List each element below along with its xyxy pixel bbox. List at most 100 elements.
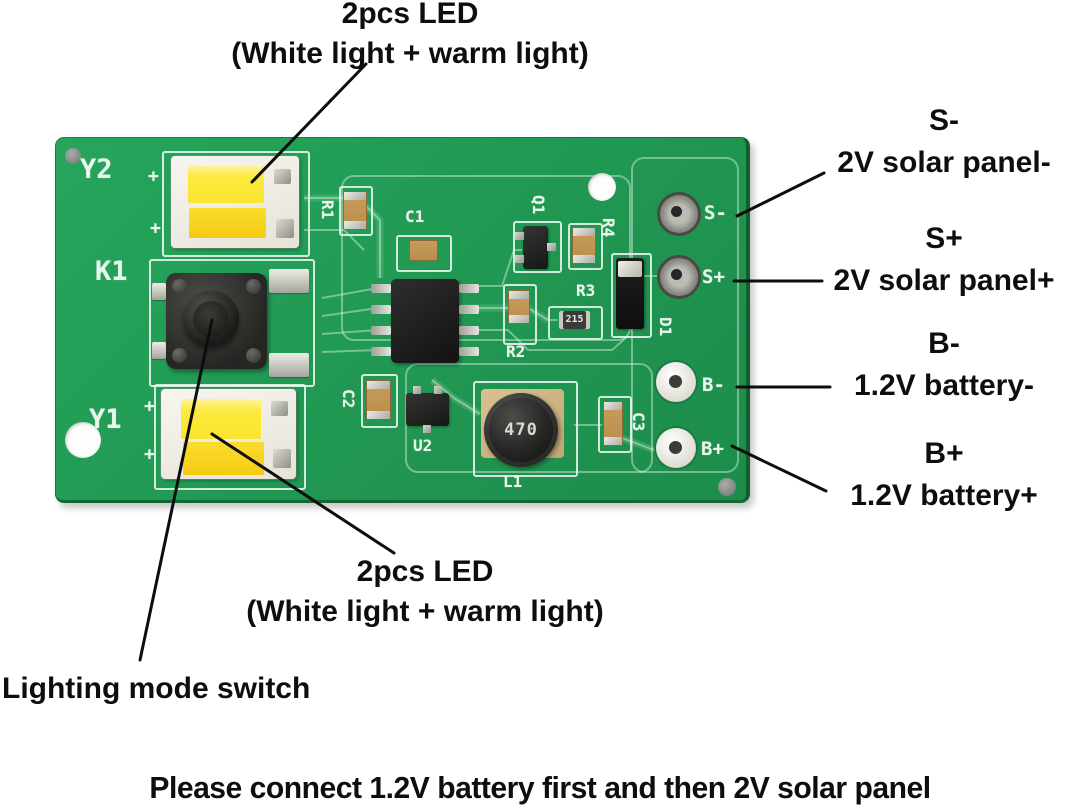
silkscreen-pad-b-plus: B+ bbox=[701, 438, 724, 460]
r1-cap bbox=[344, 192, 366, 200]
terminal-desc: 2V solar panel- bbox=[837, 146, 1051, 179]
silkscreen-r1: R1 bbox=[318, 200, 337, 220]
c3-bracket bbox=[598, 396, 632, 453]
r2-bracket bbox=[503, 284, 537, 345]
led-y1-contact-bottom bbox=[273, 449, 291, 468]
r2-cap bbox=[509, 291, 529, 299]
led-y2-contact-top bbox=[274, 169, 291, 184]
ic-pin bbox=[459, 347, 479, 356]
pad-b-minus[interactable] bbox=[656, 362, 696, 402]
bottom-led-label: 2pcs LED (White light + warm light) bbox=[170, 552, 680, 632]
top-led-label-line2: (White light + warm light) bbox=[231, 37, 589, 70]
d1-bracket bbox=[611, 253, 652, 338]
u2-leg bbox=[434, 386, 442, 394]
q1-leg bbox=[547, 243, 556, 251]
led-y2-plus-bottom: + bbox=[150, 218, 161, 239]
terminal-pin: S+ bbox=[925, 222, 963, 255]
ic-pin bbox=[371, 305, 391, 314]
switch-corner-knob bbox=[246, 348, 261, 363]
pad-b-plus[interactable] bbox=[656, 428, 696, 468]
silkscreen-pad-b-minus: B- bbox=[702, 374, 725, 396]
c2-cap bbox=[367, 381, 390, 389]
fiducial-dot-bottom-right bbox=[718, 478, 736, 496]
u2-leg bbox=[423, 425, 431, 433]
capacitor-c2 bbox=[366, 380, 391, 420]
led-y1-plus-bottom: + bbox=[144, 444, 155, 465]
silkscreen-r2: R2 bbox=[506, 342, 526, 361]
switch-button[interactable] bbox=[183, 291, 239, 347]
led-y1-warm-die bbox=[183, 442, 264, 475]
silkscreen-k1: K1 bbox=[95, 256, 128, 287]
silkscreen-c1: C1 bbox=[405, 207, 425, 226]
silkscreen-l1: L1 bbox=[503, 472, 523, 491]
switch-button-cap bbox=[193, 301, 229, 337]
r4-cap bbox=[573, 228, 595, 236]
r1-bracket bbox=[339, 186, 373, 236]
terminal-pin: B+ bbox=[924, 437, 964, 470]
led-y1 bbox=[161, 389, 296, 479]
inductor-l1: 470 bbox=[484, 393, 558, 467]
led-y1-contact-top bbox=[271, 401, 288, 416]
led-y2-cool-die bbox=[188, 166, 264, 203]
lighting-mode-switch[interactable] bbox=[152, 269, 309, 377]
ic-soic8 bbox=[391, 279, 459, 363]
top-led-label: 2pcs LED (White light + warm light) bbox=[155, 0, 665, 74]
silkscreen-q1: Q1 bbox=[529, 195, 548, 215]
switch-pin bbox=[269, 269, 309, 293]
silkscreen-u2: U2 bbox=[413, 436, 433, 455]
c2-bracket bbox=[361, 374, 398, 428]
r1-cap bbox=[344, 221, 366, 229]
led-y2-warm-die bbox=[189, 208, 266, 238]
terminal-desc: 1.2V battery+ bbox=[850, 479, 1038, 512]
q1-leg bbox=[515, 232, 524, 240]
r2-cap bbox=[509, 315, 529, 323]
q1-bracket bbox=[513, 221, 562, 273]
terminal-desc: 1.2V battery- bbox=[853, 369, 1035, 402]
diode-d1 bbox=[616, 258, 644, 329]
switch-pin bbox=[269, 353, 309, 377]
led-y2 bbox=[171, 156, 299, 248]
led-y1-plus-top: + bbox=[144, 396, 155, 417]
fiducial-dot-top-left bbox=[65, 148, 81, 164]
terminal-label-battery-plus: B+ 1.2V battery+ bbox=[806, 433, 1080, 517]
r4-cap bbox=[573, 255, 595, 263]
ic-pin bbox=[371, 326, 391, 335]
led-y1-cool-die bbox=[181, 399, 261, 439]
switch-corner-knob bbox=[246, 279, 261, 294]
c3-cap bbox=[604, 437, 622, 445]
bottom-led-label-line2: (White light + warm light) bbox=[246, 595, 604, 628]
terminal-label-solar-minus: S- 2V solar panel- bbox=[806, 100, 1080, 184]
silkscreen-d1: D1 bbox=[656, 317, 675, 337]
r3-bracket bbox=[548, 306, 603, 340]
top-led-label-line1: 2pcs LED bbox=[341, 0, 479, 30]
capacitor-c3 bbox=[603, 401, 623, 446]
pcb-traces bbox=[304, 157, 739, 473]
silkscreen-r3: R3 bbox=[576, 281, 596, 300]
terminal-label-solar-plus: S+ 2V solar panel+ bbox=[806, 218, 1080, 302]
terminal-pin: B- bbox=[928, 327, 960, 360]
mount-hole-bottom-left bbox=[65, 422, 101, 458]
pad-s-plus-hole bbox=[671, 269, 682, 280]
inductor-marking: 470 bbox=[504, 420, 538, 440]
connection-note: Please connect 1.2V battery first and th… bbox=[149, 770, 931, 805]
pad-s-plus[interactable] bbox=[657, 255, 701, 299]
switch-corner-knob bbox=[172, 279, 187, 294]
silkscreen-y1: Y1 bbox=[89, 404, 122, 435]
pad-s-minus[interactable] bbox=[657, 192, 701, 236]
pad-b-minus-hole bbox=[669, 375, 682, 388]
silkscreen-c2: C2 bbox=[339, 389, 358, 409]
led-y2-contact-bottom bbox=[276, 219, 294, 238]
pcb-board: Y2 + + K1 Y1 + + R1 C1 bbox=[55, 137, 750, 503]
switch-pin bbox=[152, 342, 166, 359]
resistor-r3: 215 bbox=[559, 311, 590, 329]
switch-pin bbox=[152, 283, 166, 300]
ic-pin bbox=[459, 305, 479, 314]
pad-b-plus-hole bbox=[669, 441, 682, 454]
bottom-led-label-line1: 2pcs LED bbox=[356, 555, 494, 588]
ic-pin bbox=[371, 347, 391, 356]
ic-pin bbox=[459, 284, 479, 293]
silkscreen-y2: Y2 bbox=[80, 154, 113, 185]
resistor-r2 bbox=[508, 290, 530, 324]
c3-cap bbox=[604, 402, 622, 410]
q1-leg bbox=[515, 255, 524, 263]
